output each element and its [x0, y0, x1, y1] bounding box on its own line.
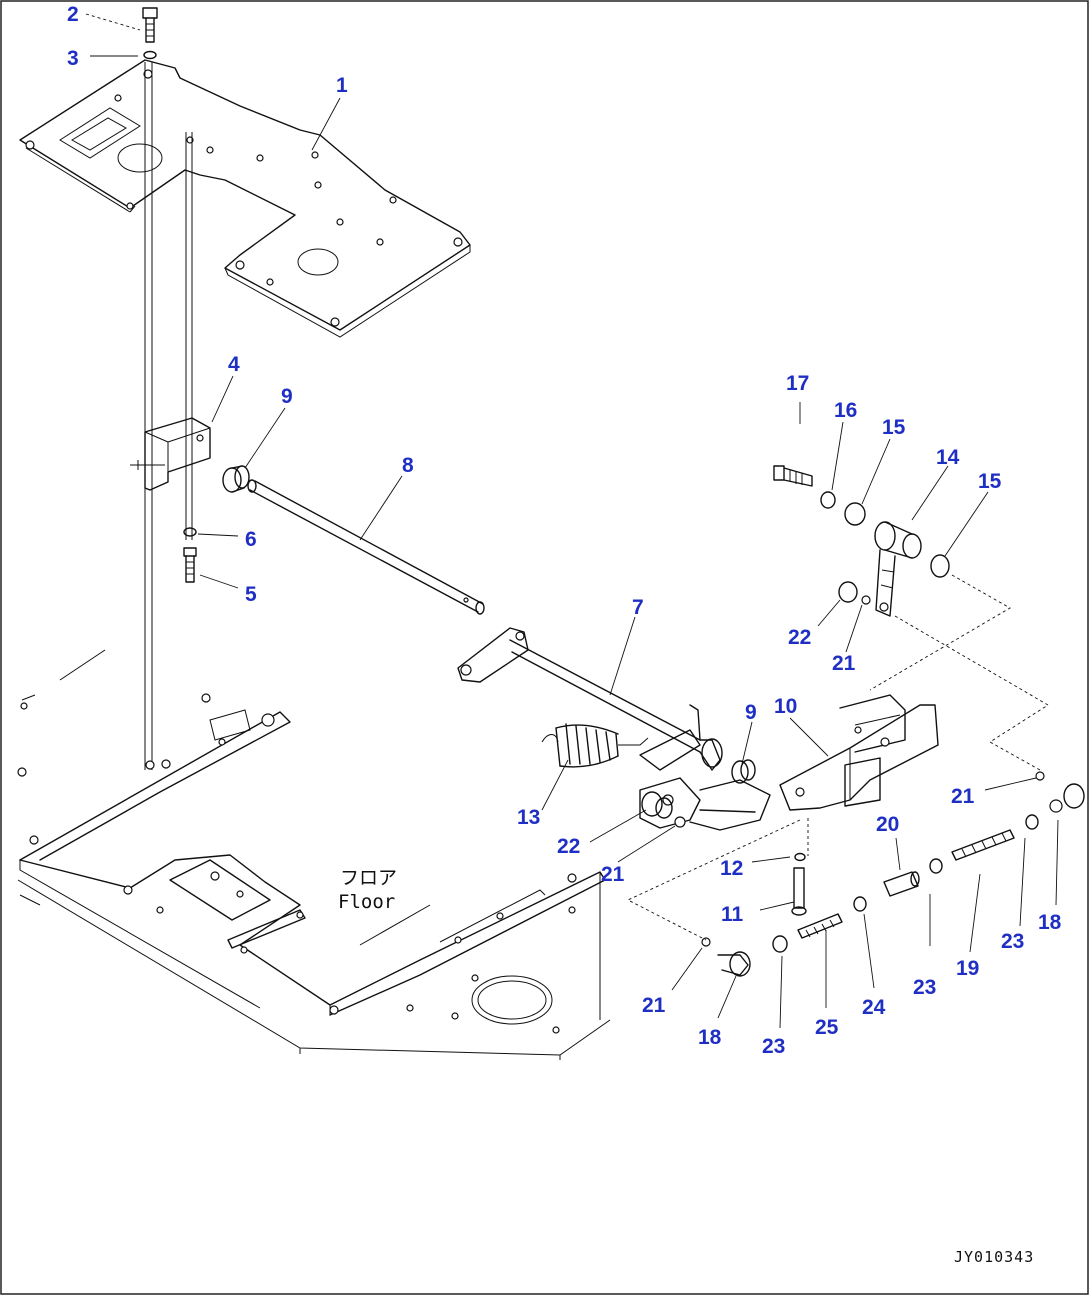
- washer-6: [183, 527, 197, 537]
- pin-21-left: [701, 937, 711, 947]
- callout-21-lower: 21: [601, 863, 625, 886]
- bushing-15-right: [930, 554, 950, 578]
- washer-16: [820, 491, 836, 509]
- bolt-5: [183, 547, 197, 583]
- assembly-line-left: [144, 62, 153, 770]
- bushing-22-lower: [641, 791, 663, 817]
- assembly-dash-2: [894, 615, 1049, 771]
- pin-21-upper: [861, 595, 871, 605]
- callout-18-left: 18: [698, 1026, 722, 1049]
- callout-11: 11: [721, 903, 744, 926]
- pin-21-lower: [674, 816, 686, 828]
- floor-label-jp: フロア: [340, 867, 397, 889]
- callout-15-right: 15: [978, 470, 1002, 493]
- callout-15-left: 15: [882, 416, 906, 439]
- bolt-2: [142, 7, 158, 43]
- callout-8: 8: [402, 454, 414, 477]
- callout-12: 12: [720, 857, 743, 880]
- pin-11: [791, 867, 807, 916]
- rod-19: [951, 829, 1015, 861]
- pin-21-right: [1035, 771, 1045, 781]
- rod-end-18-right: [1049, 783, 1085, 813]
- callout-2: 2: [67, 3, 79, 26]
- callout-21-left: 21: [642, 994, 666, 1017]
- leader-lines: [85, 13, 1059, 1029]
- floor-plate: [17, 649, 611, 1060]
- callouts: 2 3 1 4 9 8 6 5 7 17 16 15 14 15 22 21 9…: [67, 3, 1062, 1058]
- washer-3: [143, 50, 157, 60]
- callout-7: 7: [632, 596, 644, 619]
- callout-1: 1: [336, 74, 348, 97]
- callout-18-right: 18: [1038, 911, 1062, 934]
- callout-9-lower: 9: [745, 701, 757, 724]
- callout-21-right: 21: [951, 785, 975, 808]
- callout-22-lower: 22: [557, 835, 580, 858]
- callout-24: 24: [862, 996, 886, 1019]
- bracket-10: [779, 694, 939, 811]
- callout-6: 6: [245, 528, 257, 551]
- sleeve-20: [883, 871, 920, 897]
- drawing-number: JY010343: [954, 1248, 1034, 1266]
- washer-12: [794, 852, 806, 862]
- lever-7: [457, 627, 771, 831]
- callout-19: 19: [956, 957, 979, 980]
- rod-25: [797, 913, 843, 939]
- callout-23-right-a: 23: [913, 976, 936, 999]
- callout-20: 20: [876, 813, 899, 836]
- bracket-4: [130, 417, 211, 491]
- bolt-17: [773, 465, 813, 487]
- callout-5: 5: [245, 583, 257, 606]
- assembly-dash-4: [626, 819, 801, 941]
- callout-9-upper: 9: [281, 385, 293, 408]
- callout-17: 17: [786, 372, 809, 395]
- nut-23-right-b: [1025, 814, 1039, 830]
- rod-8: [247, 479, 485, 615]
- bushing-9-upper: [222, 465, 250, 493]
- callout-21-upper: 21: [832, 652, 856, 675]
- callout-14: 14: [936, 446, 960, 469]
- callout-23-right-b: 23: [1001, 930, 1024, 953]
- nut-24: [853, 896, 867, 912]
- callout-10: 10: [774, 695, 797, 718]
- callout-13: 13: [517, 806, 540, 829]
- floor-label-en: Floor: [338, 891, 395, 913]
- assembly-dash-1: [869, 574, 1011, 691]
- bushing-9-lower: [731, 759, 756, 784]
- callout-4: 4: [228, 353, 240, 376]
- nut-23-left: [772, 935, 788, 953]
- arm-14: [874, 521, 922, 617]
- assembly-line-right: [185, 132, 193, 540]
- callout-16: 16: [834, 399, 857, 422]
- callout-25: 25: [815, 1016, 839, 1039]
- callout-3: 3: [67, 47, 79, 70]
- rod-end-18-left: [717, 951, 751, 977]
- nut-23-right-a: [929, 858, 943, 874]
- callout-22-upper: 22: [788, 626, 811, 649]
- bushing-15-left: [844, 502, 866, 526]
- bushing-22-lower-inner: [655, 797, 673, 819]
- callout-23-left: 23: [762, 1035, 785, 1058]
- bushing-22-upper: [838, 581, 858, 603]
